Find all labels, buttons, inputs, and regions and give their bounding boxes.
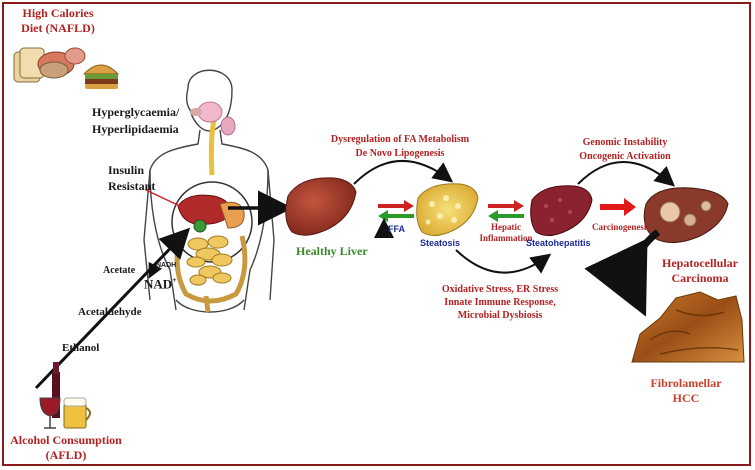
- nad-label: NAD+: [144, 276, 177, 292]
- carcinogenesis-label: Carcinogenesis: [592, 222, 650, 232]
- alcohol-label-line2: (AFLD): [45, 448, 87, 462]
- insulin-label-line1: Insulin: [108, 163, 145, 177]
- alcohol-label: Alcohol Consumption (AFLD): [2, 433, 130, 463]
- carcinogenesis-arrow: [600, 198, 636, 216]
- stress-line1: Oxidative Stress, ER Stress: [441, 284, 559, 295]
- fa-metabolism-line2: De Novo Lipogenesis: [355, 148, 445, 159]
- human-body-illustration: [143, 69, 275, 313]
- nad-superscript: +: [172, 276, 177, 285]
- insulin-pointer-line: [145, 189, 185, 209]
- genomic-line2: Oncogenic Activation: [579, 151, 671, 162]
- genomic-curved-arrow: [577, 161, 676, 187]
- alcohol-drinks-icon: [39, 362, 91, 429]
- hepatic-inflammation-line1: Hepatic: [491, 222, 521, 232]
- fibrolamellar-curved-arrow: [584, 229, 661, 317]
- steatohepatitis-label: Steatohepatitis: [526, 238, 591, 248]
- food-icon: [13, 47, 120, 89]
- hepatic-inflammation-label: Hepatic Inflammation: [474, 222, 538, 244]
- hyper-label: Hyperglycaemia/ Hyperlipidaemia: [92, 104, 179, 138]
- hcc-label-line1: Hepatocellular: [662, 256, 738, 270]
- stress-curved-arrow: [455, 249, 552, 274]
- steatosis-liver-illustration: [416, 183, 479, 236]
- diet-label-line2: Diet (NAFLD): [21, 21, 95, 35]
- alcohol-label-line1: Alcohol Consumption: [10, 433, 122, 447]
- insulin-label: Insulin Resistant: [108, 162, 155, 194]
- insulin-label-line2: Resistant: [108, 179, 156, 193]
- fibrolamellar-tissue-image: [631, 291, 745, 363]
- nadh-label: NADH: [156, 262, 177, 269]
- acetaldehyde-label: Acetaldehyde: [78, 306, 142, 318]
- nadh-arrow: [148, 261, 163, 279]
- fa-metabolism-label: Dysregulation of FA Metabolism De Novo L…: [318, 133, 482, 161]
- hcc-label: Hepatocellular Carcinoma: [650, 256, 750, 286]
- fa-metabolism-line1: Dysregulation of FA Metabolism: [330, 134, 470, 145]
- nad-text: NAD: [144, 276, 173, 292]
- stress-line3: Microbial Dysbiosis: [457, 310, 543, 321]
- alcohol-pathway-arrow: [34, 227, 191, 390]
- diagram-frame: [2, 2, 751, 466]
- hcc-label-line2: Carcinoma: [671, 271, 729, 285]
- ethanol-label: Ethanol: [62, 342, 100, 354]
- steatosis-label: Steatosis: [420, 238, 461, 248]
- diet-label: High Calories Diet (NAFLD): [8, 6, 108, 36]
- genomic-line1: Genomic Instability: [582, 137, 668, 148]
- healthy-liver-illustration: [285, 177, 357, 236]
- stress-label: Oxidative Stress, ER Stress Innate Immun…: [420, 283, 580, 322]
- hcc-liver-illustration: [643, 187, 729, 243]
- hyper-label-line2: Hyperlipidaemia: [92, 122, 179, 136]
- acetate-label: Acetate: [103, 265, 136, 276]
- fibrolamellar-line1: Fibrolamellar: [650, 376, 722, 390]
- stress-line2: Innate Immune Response,: [444, 297, 556, 308]
- fibrolamellar-label: Fibrolamellar HCC: [640, 376, 732, 406]
- ffa-label: FFA: [388, 224, 405, 234]
- healthy-liver-label: Healthy Liver: [296, 244, 368, 258]
- fa-metabolism-curved-arrow: [353, 159, 454, 185]
- genomic-label: Genomic Instability Oncogenic Activation: [560, 136, 690, 164]
- diet-label-line1: High Calories: [22, 6, 94, 20]
- digestive-organs-illustration: [174, 194, 248, 313]
- hepatic-inflammation-line2: Inflammation: [479, 233, 533, 243]
- steatohepatitis-liver-illustration: [530, 185, 593, 236]
- reversible-arrows-1: [374, 200, 414, 238]
- reversible-arrows-2: [488, 200, 524, 222]
- hyper-label-line1: Hyperglycaemia/: [92, 105, 180, 119]
- fibrolamellar-line2: HCC: [672, 391, 700, 405]
